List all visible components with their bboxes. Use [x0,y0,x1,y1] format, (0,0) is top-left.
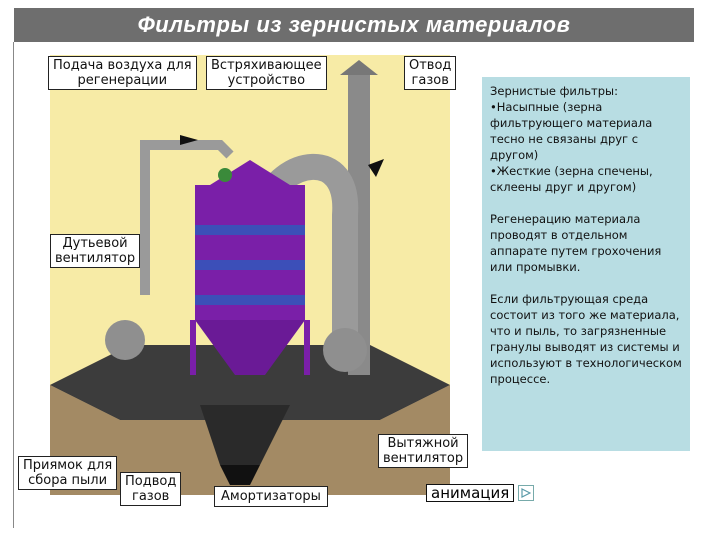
blower-label-line1: Дутьевой [62,236,128,251]
granular-layer-2 [195,260,305,270]
shaker-device [218,168,232,182]
shaker-label-line1: Встряхивающее [211,58,322,73]
page-title: Фильтры из зернистых материалов [14,8,694,42]
info-heading: Зернистые фильтры: [490,84,618,98]
animation-label[interactable]: анимация [426,484,515,502]
gas-in-label-line1: Подвод [125,474,177,489]
exhaust-fan [323,328,367,372]
support-leg [304,320,310,375]
air-feed-pipe [140,140,234,295]
exhaust-fan-callout: Вытяжной вентилятор [378,434,469,468]
gas-in-label-line2: газов [132,489,170,504]
dust-pit-callout: Приямок для сбора пыли [18,456,118,490]
left-divider [13,42,14,528]
granular-layer-3 [195,295,305,305]
shaker-label-line2: устройство [227,73,306,88]
blower-fan [105,320,145,360]
info-granular-types: Зернистые фильтры: •Насыпные (зерна филь… [490,83,684,195]
filter-hopper [195,320,305,375]
dust-pit [200,405,290,465]
exhaust-label-line1: Вытяжной [387,436,459,451]
support-leg [190,320,196,375]
air-feed-label-line2: регенерации [77,73,168,88]
gas-out-callout: Отвод газов [404,56,457,90]
gas-out-label-line1: Отвод [409,58,452,73]
air-flow-arrow [180,135,198,145]
dust-pit-bottom [220,465,260,485]
air-feed-label-line1: Подача воздуха для [53,58,192,73]
exhaust-label-line2: вентилятор [383,451,464,466]
gas-out-label-line2: газов [411,73,449,88]
granular-layer-1 [195,225,305,235]
blower-label-line2: вентилятор [55,251,136,266]
play-triangle-icon[interactable] [518,485,535,501]
filter-installation-illustration [50,55,450,495]
info-reuse: Если фильтрующая среда состоит из того ж… [490,292,682,386]
dust-pit-label-line1: Приямок для [23,458,113,473]
dust-pit-label-line2: сбора пыли [28,473,108,488]
animation-button[interactable]: анимация [426,484,535,502]
info-panel: Зернистые фильтры: •Насыпные (зерна филь… [482,77,690,451]
info-item-bulk: •Насыпные (зерна фильтрующего материала … [490,100,653,162]
air-feed-callout: Подача воздуха для регенерации [48,56,197,90]
dampers-callout: Амортизаторы [214,486,328,507]
gas-in-callout: Подвод газов [120,472,182,506]
shaker-callout: Встряхивающее устройство [206,56,327,90]
info-regeneration: Регенерацию материала проводят в отдельн… [490,212,662,274]
blower-callout: Дутьевой вентилятор [50,234,141,268]
gas-out-arrow [368,159,384,177]
info-item-rigid: •Жесткие (зерна спечены, склеены друг и … [490,164,653,194]
dampers-label: Амортизаторы [221,489,321,504]
stack-cap [340,60,378,75]
